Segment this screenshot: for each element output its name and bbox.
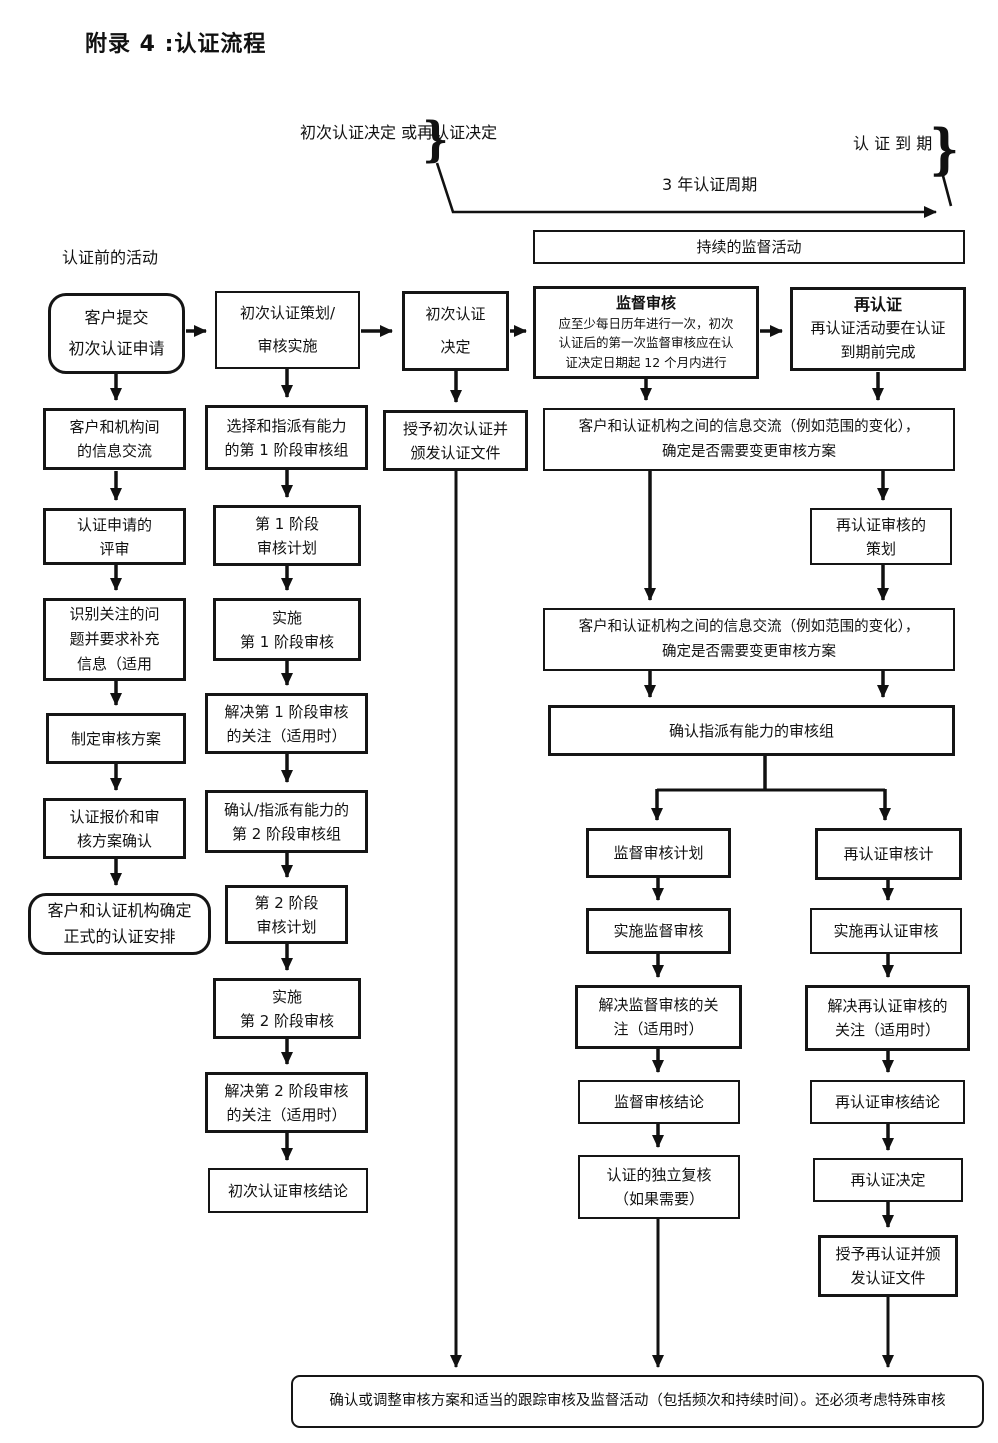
node-recert-audit-planning: 再认证审核的 策划 (810, 508, 952, 565)
node-establish-audit-programme: 制定审核方案 (46, 713, 186, 764)
label-3yr-cycle: 3 年认证周期 (662, 175, 758, 194)
node-application-review: 认证申请的 评审 (43, 508, 186, 565)
node-stage2-audit-plan: 第 2 阶段 审核计划 (225, 885, 348, 944)
node-independent-review: 认证的独立复核 （如果需要） (578, 1155, 740, 1219)
node-formal-certification-arrangement: 客户和认证机构确定 正式的认证安排 (28, 893, 211, 955)
node-resolve-stage2-concerns: 解决第 2 阶段审核 的关注（适用时） (205, 1072, 368, 1133)
node-select-stage1-team: 选择和指派有能力 的第 1 阶段审核组 (205, 405, 368, 470)
node-info-exchange-1: 客户和认证机构之间的信息交流（例如范围的变化）， 确定是否需要变更审核方案 (543, 408, 955, 471)
node-grant-recert: 授予再认证并颁 发认证文件 (818, 1235, 958, 1297)
node-confirm-audit-team: 确认指派有能力的审核组 (548, 705, 955, 756)
node-grant-initial-cert: 授予初次认证并 颁发认证文件 (383, 410, 528, 471)
node-resolve-recert-concerns: 解决再认证审核的 关注（适用时） (805, 985, 970, 1051)
node-conduct-surveillance-audit: 实施监督审核 (586, 908, 731, 954)
node-resolve-surveillance-concerns: 解决监督审核的关 注（适用时） (575, 985, 742, 1049)
label-pre-cert-activities: 认证前的活动 (62, 248, 159, 267)
node-recert-decision: 再认证决定 (813, 1158, 963, 1202)
node-recert-audit-plan: 再认证审核计 (815, 828, 962, 880)
node-confirm-adjust-programme: 确认或调整审核方案和适当的跟踪审核及监督活动（包括频次和持续时间）。还必须考虑特… (291, 1375, 984, 1428)
node-resolve-stage1-concerns: 解决第 1 阶段审核 的关注（适用时） (205, 693, 368, 754)
node-recertification: 再认证 再认证活动要在认证 到期前完成 (790, 287, 966, 371)
label-cert-expiry: 认 证 到 期 (853, 134, 933, 153)
node-confirm-stage2-team: 确认/指派有能力的 第 2 阶段审核组 (205, 790, 368, 853)
node-info-exchange-2: 客户和认证机构之间的信息交流（例如范围的变化）， 确定是否需要变更审核方案 (543, 608, 955, 671)
node-stage1-audit-plan: 第 1 阶段 审核计划 (213, 505, 361, 566)
node-customer-submit-application: 客户提交 初次认证申请 (48, 293, 185, 374)
label-initial-or-recert-decision: 初次认证决定 或再认证决定 (300, 123, 498, 142)
right-brace-icon: } (929, 117, 960, 181)
node-surveillance-audit-plan: 监督审核计划 (586, 828, 731, 878)
node-initial-cert-decision: 初次认证 决定 (402, 291, 509, 371)
node-quotation-and-programme-confirm: 认证报价和审 核方案确认 (43, 798, 186, 859)
node-surveillance-audit: 监督审核 应至少每日历年进行一次，初次 认证后的第一次监督审核应在认 证决定日期… (533, 286, 759, 379)
page-title: 附录 4 :认证流程 (85, 32, 267, 57)
node-conduct-stage1-audit: 实施 第 1 阶段审核 (213, 598, 361, 661)
node-initial-cert-planning: 初次认证策划/ 审核实施 (215, 291, 360, 369)
node-conduct-recert-audit: 实施再认证审核 (810, 908, 962, 954)
node-recert-audit-conclusion: 再认证审核结论 (810, 1080, 965, 1124)
node-client-body-info-exchange: 客户和机构间 的信息交流 (43, 408, 186, 470)
left-brace-icon: } (422, 112, 449, 168)
node-surveillance-audit-conclusion: 监督审核结论 (578, 1080, 740, 1124)
node-initial-audit-conclusion: 初次认证审核结论 (208, 1168, 368, 1213)
node-conduct-stage2-audit: 实施 第 2 阶段审核 (213, 978, 361, 1039)
node-continual-surveillance: 持续的监督活动 (533, 230, 965, 264)
node-identify-concerns-request-info: 识别关注的问 题并要求补充 信息（适用 (43, 598, 186, 681)
